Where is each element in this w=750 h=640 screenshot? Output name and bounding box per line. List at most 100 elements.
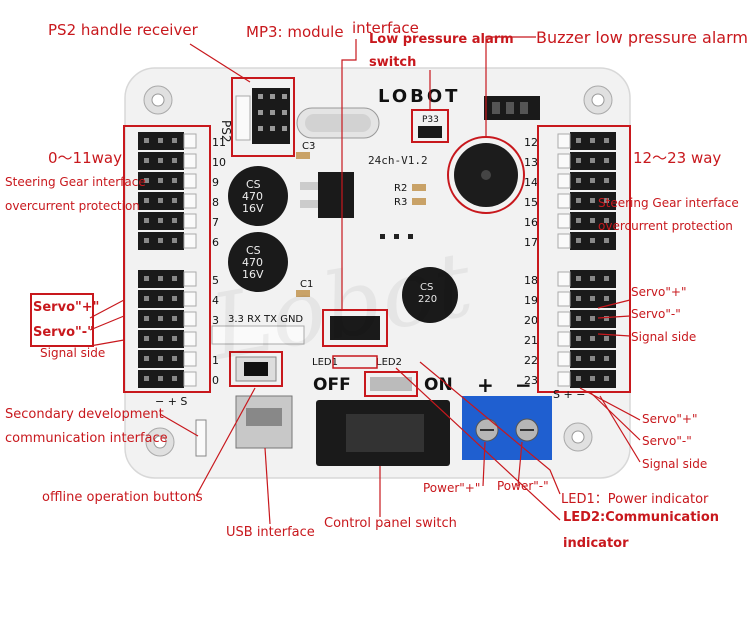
switch-label: switch (369, 55, 417, 70)
channel-number: 0 (212, 374, 219, 387)
signal-left-label: Signal side (40, 346, 106, 360)
secondary-dev-header (195, 419, 207, 457)
servo-left-box (30, 293, 94, 347)
channel-number: 19 (524, 294, 538, 307)
svg-text:16V: 16V (242, 202, 264, 215)
comm-iface-label: communication interface (5, 431, 168, 446)
servo-header-row: 3 (138, 310, 219, 328)
channel-number: 15 (524, 196, 538, 209)
secondary-label: Secondary development (5, 407, 164, 422)
svg-text:OFF: OFF (313, 375, 351, 395)
channel-number: 12 (524, 136, 538, 149)
power-terminal (462, 396, 552, 460)
servo-header-row: 9 (138, 172, 219, 190)
servo-header-right: 12 13 14 15 16 17 18 19 20 21 22 23 (524, 132, 616, 388)
signal-right-label: Signal side (631, 330, 697, 344)
svg-text:S + −: S + − (553, 388, 585, 401)
svg-text:470: 470 (242, 190, 263, 203)
led2-label: LED2:Communication (563, 510, 720, 525)
servo-header-row: 14 (524, 172, 616, 190)
channel-number: 11 (212, 136, 226, 149)
servo-header-row: 18 (524, 270, 616, 288)
servo-header-row: 5 (138, 270, 219, 288)
servo-header-row: 23 (524, 370, 616, 388)
ps2-silkscreen: PS2 (219, 120, 233, 143)
offline-button-box (229, 351, 283, 387)
channel-number: 14 (524, 176, 538, 189)
channel-number: 7 (212, 216, 219, 229)
servo-header-row: 1 (138, 350, 219, 368)
servo-header-row: 6 (138, 232, 219, 250)
servo-header-row: 13 (524, 152, 616, 170)
channel-number: 1 (212, 354, 219, 367)
servo-header-row: 16 (524, 212, 616, 230)
svg-text:16V: 16V (242, 268, 264, 281)
servo-header-row: 19 (524, 290, 616, 308)
servo-header-row: 8 (138, 192, 219, 210)
svg-text:3.3 RX TX GND: 3.3 RX TX GND (228, 314, 303, 325)
channel-number: 3 (212, 314, 219, 327)
servo-header-row: 7 (138, 212, 219, 230)
servo-header-row: 4 (138, 290, 219, 308)
svg-text:LED2: LED2 (376, 357, 402, 368)
led1-label: LED1：Power indicator (561, 492, 709, 507)
servo-minus-left-label: Servo"-" (33, 325, 94, 340)
servo-box-right (537, 125, 631, 393)
onoff-switch-box (364, 371, 418, 397)
board-brand: LOBOT (378, 86, 460, 107)
svg-text:LED1: LED1 (312, 357, 338, 368)
channel-number: 5 (212, 274, 219, 287)
svg-text:+: + (477, 373, 494, 397)
ps2-label: PS2 handle receiver (48, 21, 198, 39)
panel-switch-label: Control panel switch (324, 516, 457, 531)
svg-text:R2: R2 (394, 183, 407, 194)
offline-label: offline operation buttons (42, 490, 203, 505)
svg-text:CS: CS (246, 244, 261, 257)
usb-label: USB interface (226, 525, 315, 540)
channel-number: 22 (524, 354, 538, 367)
overcurrent-right-label: overcurrent protection (598, 219, 733, 233)
mp3-module-connector (322, 309, 388, 347)
servo-plus-left-label: Servo"+" (33, 300, 100, 315)
channel-number: 13 (524, 156, 538, 169)
servo-minus-br-label: Servo"-" (642, 434, 692, 448)
channel-number: 21 (524, 334, 538, 347)
svg-text:220: 220 (418, 294, 437, 305)
signal-br-label: Signal side (642, 457, 708, 471)
channel-number: 17 (524, 236, 538, 249)
steer-right-label: Steering Gear interface (598, 196, 739, 210)
servo-header-row: 22 (524, 350, 616, 368)
servo-plus-right-label: Servo"+" (631, 285, 687, 299)
svg-text:ON: ON (424, 375, 453, 395)
steer-left-label: Steering Gear interface (5, 175, 146, 189)
svg-text:C3: C3 (302, 141, 315, 152)
servo-header-row: 12 (524, 132, 616, 150)
svg-text:− + S: − + S (155, 395, 187, 408)
range-right-label: 12～23 way (633, 149, 722, 167)
power-plus-label: Power"+" (423, 481, 481, 495)
svg-text:CS: CS (246, 178, 261, 191)
buzzer-label: Buzzer low pressure alarm (536, 28, 748, 47)
mount-hole-icon (143, 85, 613, 457)
servo-header-row: 10 (138, 152, 226, 170)
channel-number: 9 (212, 176, 219, 189)
ps2-receiver-header (231, 77, 295, 157)
svg-text:R3: R3 (394, 197, 407, 208)
channel-number: 4 (212, 294, 219, 307)
capacitor-470uf (228, 166, 288, 292)
servo-minus-right-label: Servo"-" (631, 307, 681, 321)
servo-plus-br-label: Servo"+" (642, 412, 698, 426)
servo-header-row: 11 (138, 132, 226, 150)
board-model: 24ch-V1.2 (368, 154, 428, 167)
range-left-label: 0～11way (48, 149, 122, 167)
capacitor-220uf (402, 267, 458, 323)
svg-text:P33: P33 (422, 115, 439, 125)
uart-header (211, 325, 305, 345)
voltage-regulator (318, 172, 354, 218)
svg-text:470: 470 (242, 256, 263, 269)
low-pressure-label: Low pressure alarm (369, 32, 514, 47)
svg-text:CS: CS (420, 282, 433, 293)
channel-number: 20 (524, 314, 538, 327)
channel-number: 10 (212, 156, 226, 169)
